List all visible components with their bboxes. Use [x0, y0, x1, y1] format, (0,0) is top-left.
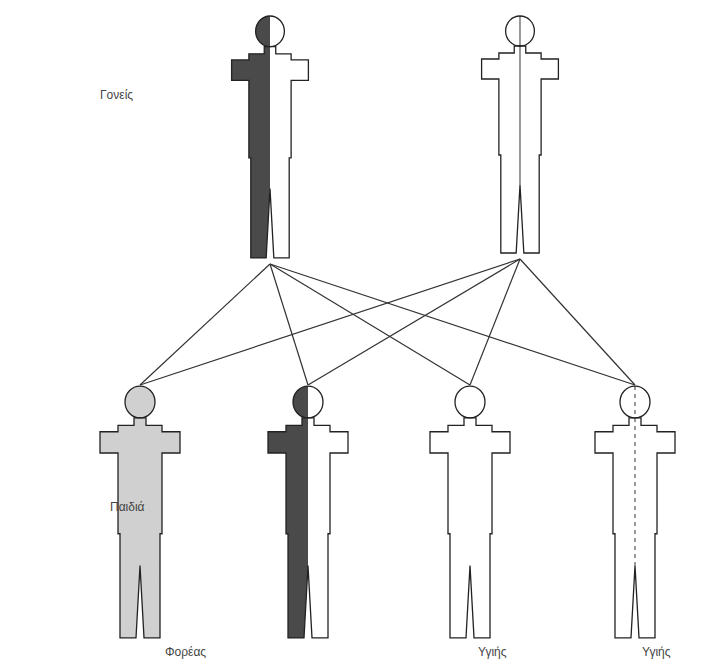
row-label: Γονείς [100, 88, 133, 102]
descent-line [470, 259, 520, 385]
figure-outline [420, 385, 520, 640]
descent-line [270, 264, 470, 385]
person-figure [585, 385, 685, 640]
figure-outline [258, 385, 358, 640]
figure-outline [585, 385, 685, 640]
descent-line [308, 259, 520, 385]
figure-outline [472, 15, 568, 255]
person-figure [258, 385, 358, 640]
person-figure [420, 385, 520, 640]
figure-outline [222, 15, 318, 260]
status-label: Υγιής [642, 645, 671, 659]
descent-line [520, 259, 635, 385]
person-figure [472, 15, 568, 255]
person-figure [222, 15, 318, 260]
row-label: Παιδιά [110, 500, 145, 514]
descent-line [270, 264, 308, 385]
descent-line [140, 264, 270, 385]
status-label: Φορέας [165, 645, 206, 659]
status-label: Υγιής [478, 645, 507, 659]
descent-line [140, 259, 520, 385]
